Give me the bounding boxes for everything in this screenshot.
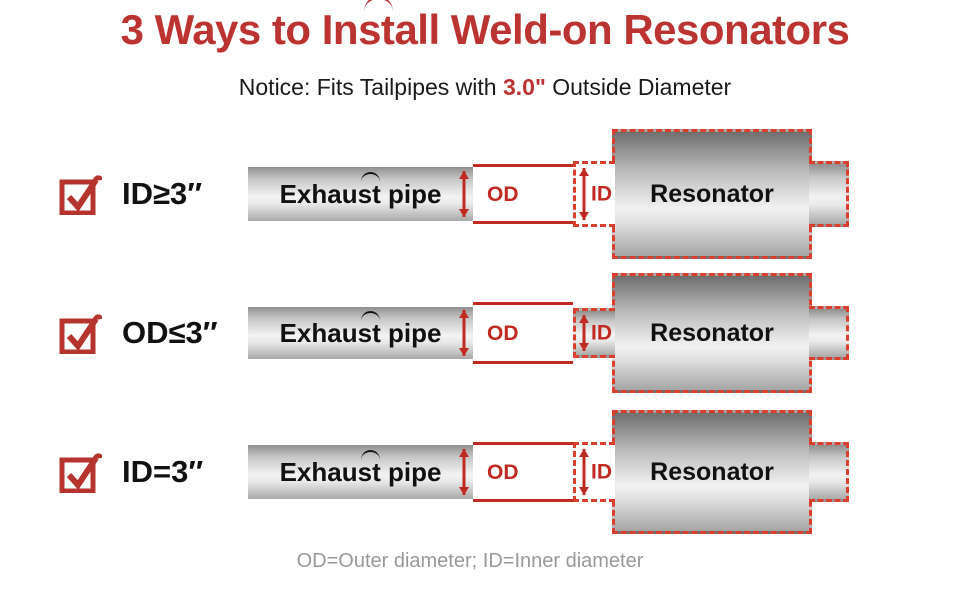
resonator-body: Resonator (612, 410, 812, 534)
checked-checkbox-icon (59, 453, 102, 493)
condition-label: ID=3″ (122, 454, 204, 489)
id-arrow-icon (579, 449, 589, 495)
page-title: 3 Ways to Install Weld-on Resonators (120, 6, 850, 53)
id-arrow-icon (579, 168, 589, 220)
resonator-outlet-stub (809, 442, 849, 502)
resonator-body: Resonator (612, 273, 812, 393)
subtitle-suffix: Outside Diameter (545, 74, 732, 100)
resonator-inlet-stub: ID (573, 161, 615, 227)
id-label: ID (591, 460, 612, 484)
resonator-outlet-stub (809, 306, 849, 360)
od-label: OD (487, 182, 519, 206)
od-arrow-icon (459, 449, 469, 495)
resonator-inlet-stub: ID (573, 442, 615, 502)
diameter-highlight: 3.0" (502, 74, 546, 100)
checked-checkbox-icon (59, 175, 102, 215)
od-label: OD (487, 460, 519, 484)
resonator-inlet-stub: ID (573, 308, 615, 358)
subtitle-prefix: Notice: Fits Tailpipes with (238, 74, 503, 100)
resonator-label: Resonator (650, 457, 774, 486)
condition-label: OD≤3″ (122, 315, 218, 350)
od-arrow-icon (459, 171, 469, 217)
id-label: ID (591, 321, 612, 345)
exhaust-pipe-shape: Exhaust pipe (248, 445, 473, 499)
legend-note: OD=Outer diameter; ID=Inner diameter (296, 550, 644, 572)
od-gap-box: OD (473, 442, 573, 502)
id-arrow-icon (579, 315, 589, 351)
od-label: OD (487, 321, 519, 345)
condition-label: ID≥3″ (122, 176, 203, 211)
exhaust-pipe-shape: Exhaust pipe (248, 167, 473, 221)
exhaust-pipe-label: Exhaust pipe (279, 456, 442, 487)
resonator-label: Resonator (650, 179, 774, 208)
resonator-outlet-stub (809, 161, 849, 227)
exhaust-pipe-label: Exhaust pipe (279, 317, 442, 348)
od-gap-box: OD (473, 302, 573, 364)
resonator-body: Resonator (612, 129, 812, 259)
checked-checkbox-icon (59, 314, 102, 354)
resonator-label: Resonator (650, 318, 774, 347)
od-gap-box: OD (473, 164, 573, 224)
notice-subtitle: Notice: Fits Tailpipes with 3.0" Outside… (0, 74, 970, 101)
id-label: ID (591, 182, 612, 206)
exhaust-pipe-shape: Exhaust pipe (248, 307, 473, 359)
exhaust-pipe-label: Exhaust pipe (279, 178, 442, 209)
od-arrow-icon (459, 310, 469, 356)
